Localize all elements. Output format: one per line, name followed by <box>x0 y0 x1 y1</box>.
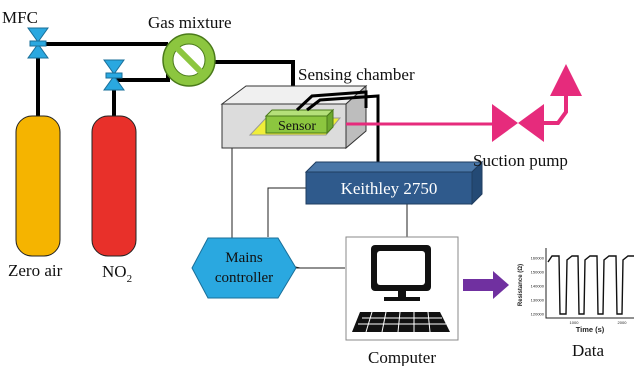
y-tick-label: 160000 <box>531 256 545 261</box>
y-tick-labels: 160000 150000 140000 130000 120000 <box>531 256 545 317</box>
y-tick-label: 130000 <box>531 298 545 303</box>
computer-label: Computer <box>368 348 436 366</box>
computer-icon <box>345 236 459 341</box>
mfc-valve-2 <box>103 59 125 91</box>
data-arrow <box>463 271 509 299</box>
x-axis-label: Time (s) <box>576 325 605 334</box>
y-tick-label: 140000 <box>531 284 545 289</box>
keithley-box <box>304 160 484 206</box>
y-tick-label: 150000 <box>531 270 545 275</box>
x-tick-label: 1000 <box>570 320 580 325</box>
no2-subscript: 2 <box>127 273 133 285</box>
gas-mixer-icon <box>162 33 216 87</box>
mfc-label: MFC <box>2 8 38 27</box>
resistance-trace <box>547 255 634 315</box>
no2-label: NO2 <box>102 262 132 285</box>
x-tick-label: 2000 <box>618 320 628 325</box>
mfc-valve-1 <box>27 27 49 59</box>
x-tick-labels: 1000 2000 <box>570 320 628 325</box>
keithley-label: Keithley 2750 <box>341 179 438 198</box>
zero-air-label: Zero air <box>8 261 63 280</box>
mains-controller <box>191 237 297 299</box>
y-tick-label: 120000 <box>531 312 545 317</box>
mains-to-keithley-wire <box>267 187 306 237</box>
suction-pump-label: Suction pump <box>473 151 568 170</box>
gas-mixture-label: Gas mixture <box>148 13 232 32</box>
sensor-wires <box>295 90 380 172</box>
mains-label-line1: Mains <box>225 250 263 266</box>
no2-cylinder <box>91 115 137 257</box>
sensor-label: Sensor <box>278 119 316 134</box>
zero-air-cylinder <box>15 115 61 257</box>
sensor-chip <box>264 108 335 135</box>
mixer-to-chamber-line <box>207 60 295 90</box>
sensing-chamber-label: Sensing chamber <box>298 65 415 84</box>
mains-label-line2: controller <box>215 270 273 286</box>
data-label: Data <box>572 341 605 360</box>
y-axis-label: Resistance (Ω) <box>518 264 524 306</box>
suction-pump-icon <box>492 64 582 142</box>
